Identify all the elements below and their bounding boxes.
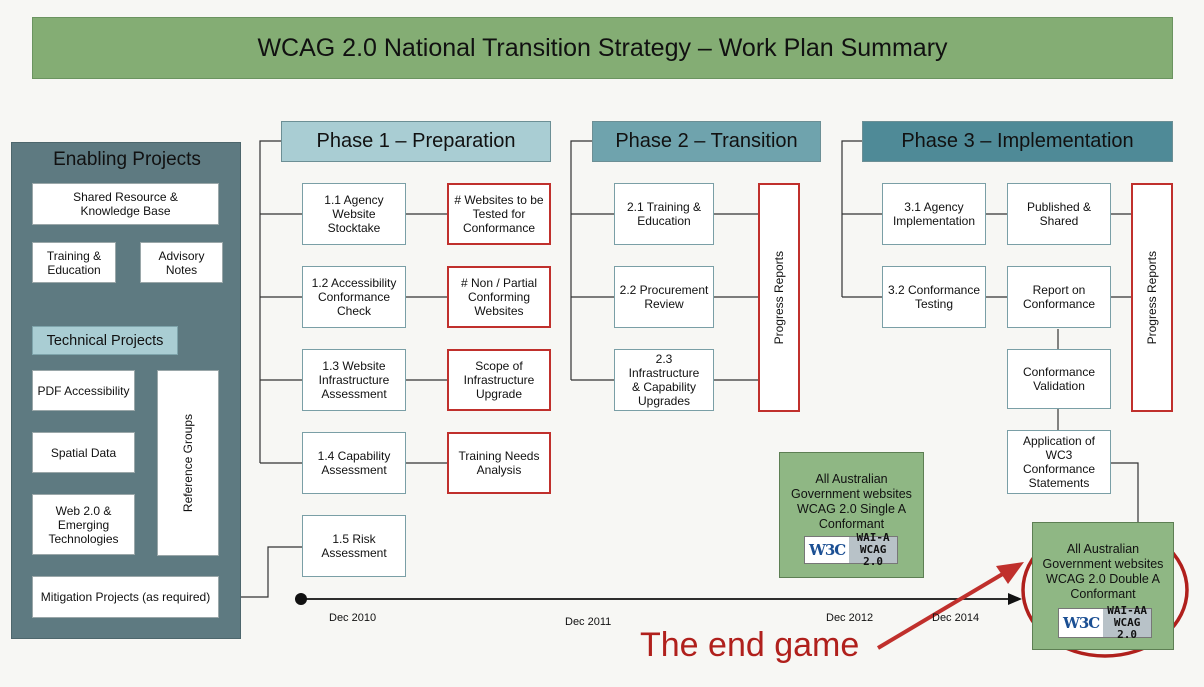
- phase1-output-2: # Non / Partial Conforming Websites: [447, 266, 551, 328]
- advisory-notes-box: Advisory Notes: [140, 242, 223, 283]
- reference-groups-box: Reference Groups: [157, 370, 219, 556]
- training-education-box: Training & Education: [32, 242, 116, 283]
- page-title: WCAG 2.0 National Transition Strategy – …: [32, 17, 1173, 79]
- published-shared-box: Published & Shared: [1007, 183, 1111, 245]
- shared-resource-box: Shared Resource & Knowledge Base: [32, 183, 219, 225]
- timeline-date-2010: Dec 2010: [329, 612, 377, 624]
- enabling-projects-heading: Enabling Projects: [53, 149, 201, 170]
- timeline-date-2014: Dec 2014: [932, 612, 980, 624]
- w3c-logo-icon: W3C: [1063, 614, 1100, 632]
- web20-box: Web 2.0 & Emerging Technologies: [32, 494, 135, 555]
- phase2-progress-reports: Progress Reports: [758, 183, 800, 412]
- timeline-date-2011: Dec 2011: [565, 616, 612, 628]
- wai-a-badge: W3C WAI-A WCAG 2.0: [804, 532, 898, 568]
- reference-groups-label: Reference Groups: [181, 413, 195, 513]
- timeline-date-2012: Dec 2012: [826, 612, 874, 624]
- phase2-item-2-3: 2.3 Infrastructure & Capability Upgrades: [614, 349, 714, 411]
- conformance-validation-box: Conformance Validation: [1007, 349, 1111, 409]
- report-conformance-box: Report on Conformance: [1007, 266, 1111, 328]
- wai-aa-label: WAI-AA WCAG 2.0: [1103, 605, 1151, 641]
- phase1-item-1-2: 1.2 Accessibility Conformance Check: [302, 266, 406, 328]
- phase2-header: Phase 2 – Transition: [592, 121, 821, 162]
- phase1-item-1-5: 1.5 Risk Assessment: [302, 515, 406, 577]
- pdf-accessibility-box: PDF Accessibility: [32, 370, 135, 411]
- technical-projects-heading: Technical Projects: [32, 326, 178, 355]
- phase1-output-4: Training Needs Analysis: [447, 432, 551, 494]
- wai-aa-badge: W3C WAI-AA WCAG 2.0: [1058, 605, 1152, 641]
- phase2-item-2-2: 2.2 Procurement Review: [614, 266, 714, 328]
- phase1-item-1-3: 1.3 Website Infrastructure Assessment: [302, 349, 406, 411]
- phase3-progress-reports-label: Progress Reports: [1145, 250, 1159, 345]
- end-game-annotation: The end game: [640, 626, 860, 664]
- phase1-item-1-4: 1.4 Capability Assessment: [302, 432, 406, 494]
- phase3-item-3-1: 3.1 Agency Implementation: [882, 183, 986, 245]
- phase1-item-1-1: 1.1 Agency Website Stocktake: [302, 183, 406, 245]
- phase2-item-2-1: 2.1 Training & Education: [614, 183, 714, 245]
- application-statements-box: Application of WC3 Conformance Statement…: [1007, 430, 1111, 494]
- double-a-milestone-text: All Australian Government websites WCAG …: [1042, 542, 1164, 601]
- w3c-logo-icon: W3C: [809, 541, 846, 559]
- phase3-item-3-2: 3.2 Conformance Testing: [882, 266, 986, 328]
- wai-a-label: WAI-A WCAG 2.0: [849, 532, 897, 568]
- single-a-milestone-text: All Australian Government websites WCAG …: [791, 472, 912, 531]
- phase1-output-3: Scope of Infrastructure Upgrade: [447, 349, 551, 411]
- phase3-progress-reports: Progress Reports: [1131, 183, 1173, 412]
- mitigation-projects-box: Mitigation Projects (as required): [32, 576, 219, 618]
- phase2-progress-reports-label: Progress Reports: [772, 250, 786, 345]
- phase1-header: Phase 1 – Preparation: [281, 121, 551, 162]
- spatial-data-box: Spatial Data: [32, 432, 135, 473]
- phase3-header: Phase 3 – Implementation: [862, 121, 1173, 162]
- phase1-output-1: # Websites to be Tested for Conformance: [447, 183, 551, 245]
